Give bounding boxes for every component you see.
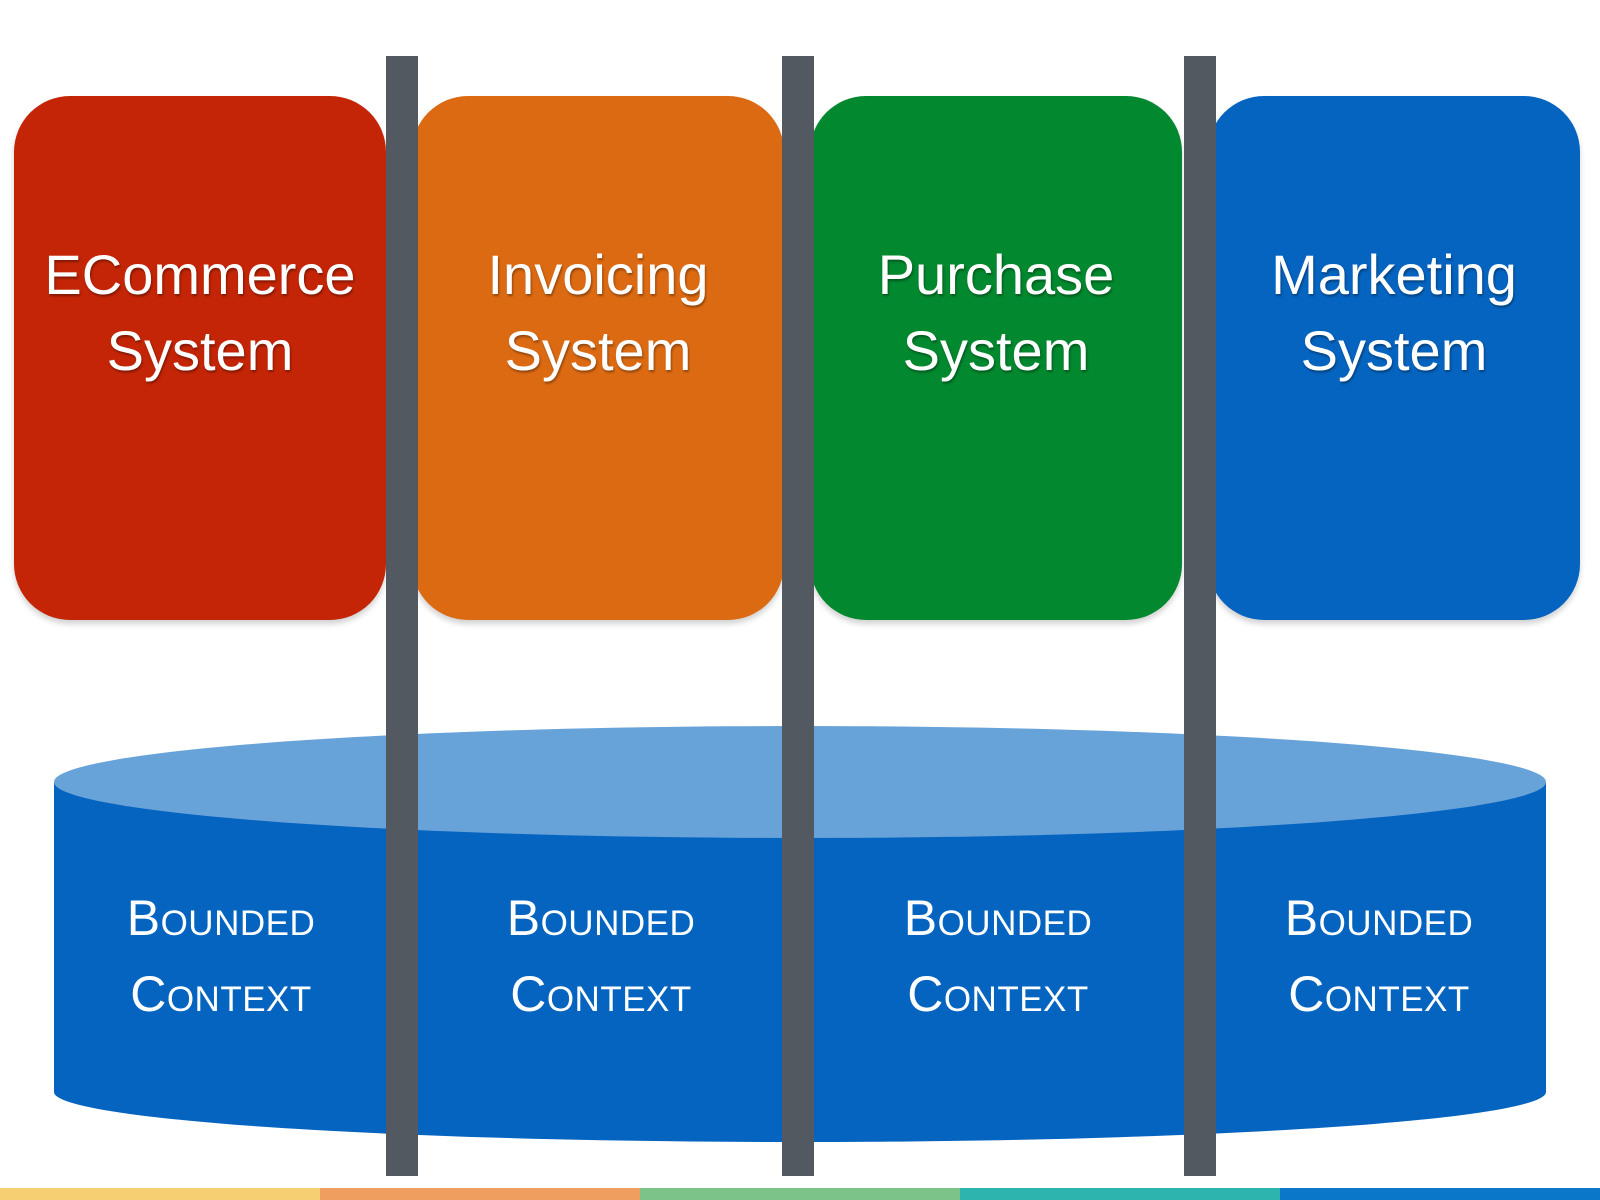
- context-line2: Context: [1288, 966, 1470, 1022]
- context-line1: Bounded: [506, 890, 696, 946]
- footer-color-stripe: [0, 1188, 1600, 1200]
- invoicing-system-box: Invoicing System: [412, 96, 784, 620]
- context-line1: Bounded: [1284, 890, 1474, 946]
- system-title-line2: System: [1300, 319, 1488, 382]
- ecommerce-system-box: ECommerce System: [14, 96, 386, 620]
- bounded-context-label: Bounded Context: [71, 880, 371, 1032]
- context-line2: Context: [907, 966, 1089, 1022]
- system-title-line1: Marketing: [1271, 243, 1517, 306]
- system-title-line2: System: [106, 319, 294, 382]
- context-divider: [386, 56, 418, 1176]
- context-line2: Context: [130, 966, 312, 1022]
- bounded-context-label: Bounded Context: [848, 880, 1148, 1032]
- footer-stripe-segment: [960, 1188, 1280, 1200]
- purchase-system-box: Purchase System: [810, 96, 1182, 620]
- marketing-system-box: Marketing System: [1208, 96, 1580, 620]
- bounded-context-label: Bounded Context: [1229, 880, 1529, 1032]
- footer-stripe-segment: [0, 1188, 320, 1200]
- context-divider: [1184, 56, 1216, 1176]
- bounded-context-label: Bounded Context: [451, 880, 751, 1032]
- context-line2: Context: [510, 966, 692, 1022]
- footer-stripe-segment: [640, 1188, 960, 1200]
- context-line1: Bounded: [903, 890, 1093, 946]
- footer-stripe-segment: [320, 1188, 640, 1200]
- system-title-line1: Purchase: [877, 243, 1115, 306]
- system-title-line1: ECommerce: [44, 243, 356, 306]
- context-divider: [782, 56, 814, 1176]
- context-line1: Bounded: [126, 890, 316, 946]
- footer-stripe-segment: [1280, 1188, 1600, 1200]
- system-title-line1: Invoicing: [487, 243, 709, 306]
- system-title-line2: System: [902, 319, 1090, 382]
- system-title-line2: System: [504, 319, 692, 382]
